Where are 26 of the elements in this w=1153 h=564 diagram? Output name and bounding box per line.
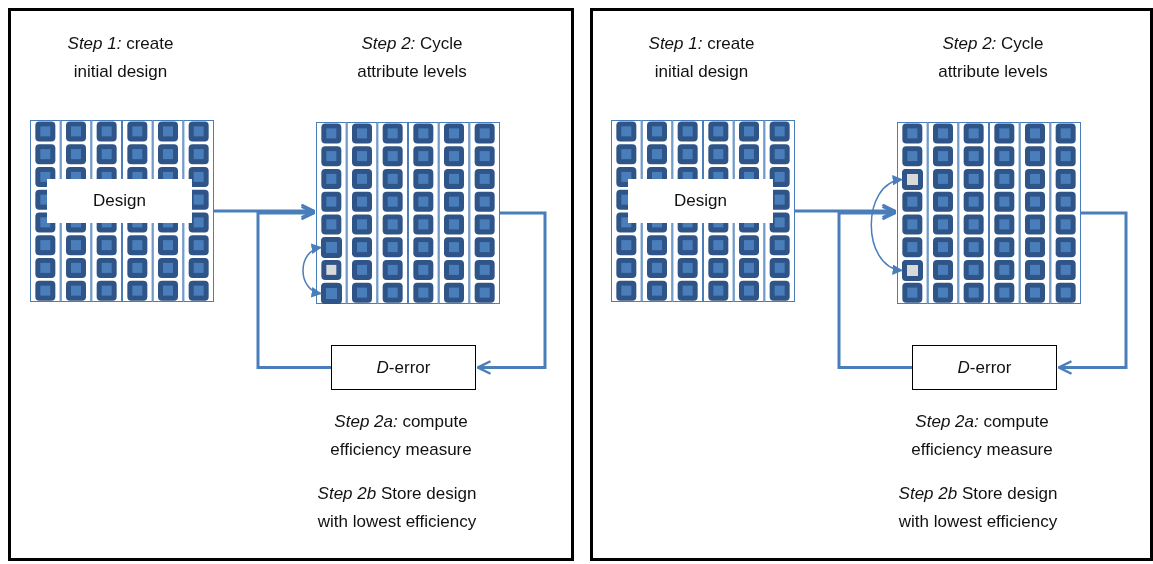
step-caption: Step 2: Cycle attribute levels xyxy=(356,33,468,83)
step-caption: Step 2: Cycle attribute levels xyxy=(937,33,1049,83)
arrow xyxy=(214,203,316,219)
step-caption: Step 2a: compute efficiency measure xyxy=(910,411,1054,461)
grid-cell xyxy=(902,260,923,281)
arrow xyxy=(302,244,322,297)
arrow xyxy=(476,211,547,375)
step-caption: Step 2b Store design with lowest efficiency xyxy=(897,483,1059,533)
step-caption: Step 2a: compute efficiency measure xyxy=(329,411,473,461)
panel-frame xyxy=(8,8,574,561)
text-box: D-error xyxy=(331,345,476,390)
arrow xyxy=(795,203,897,219)
arrow xyxy=(837,205,912,369)
grid-cell xyxy=(902,169,923,190)
text-box: D-error xyxy=(912,345,1057,390)
grid-cell xyxy=(321,283,342,304)
panel-frame xyxy=(590,8,1153,561)
text-box: Design xyxy=(628,179,773,223)
arrow xyxy=(870,176,903,274)
step-caption: Step 1: create initial design xyxy=(647,33,756,83)
text-box: Design xyxy=(47,179,192,223)
step-caption: Step 2b Store design with lowest efficiency xyxy=(316,483,478,533)
step-caption: Step 1: create initial design xyxy=(66,33,175,83)
grid-cell xyxy=(321,237,342,258)
arrow xyxy=(1057,211,1128,375)
arrow xyxy=(256,205,331,369)
